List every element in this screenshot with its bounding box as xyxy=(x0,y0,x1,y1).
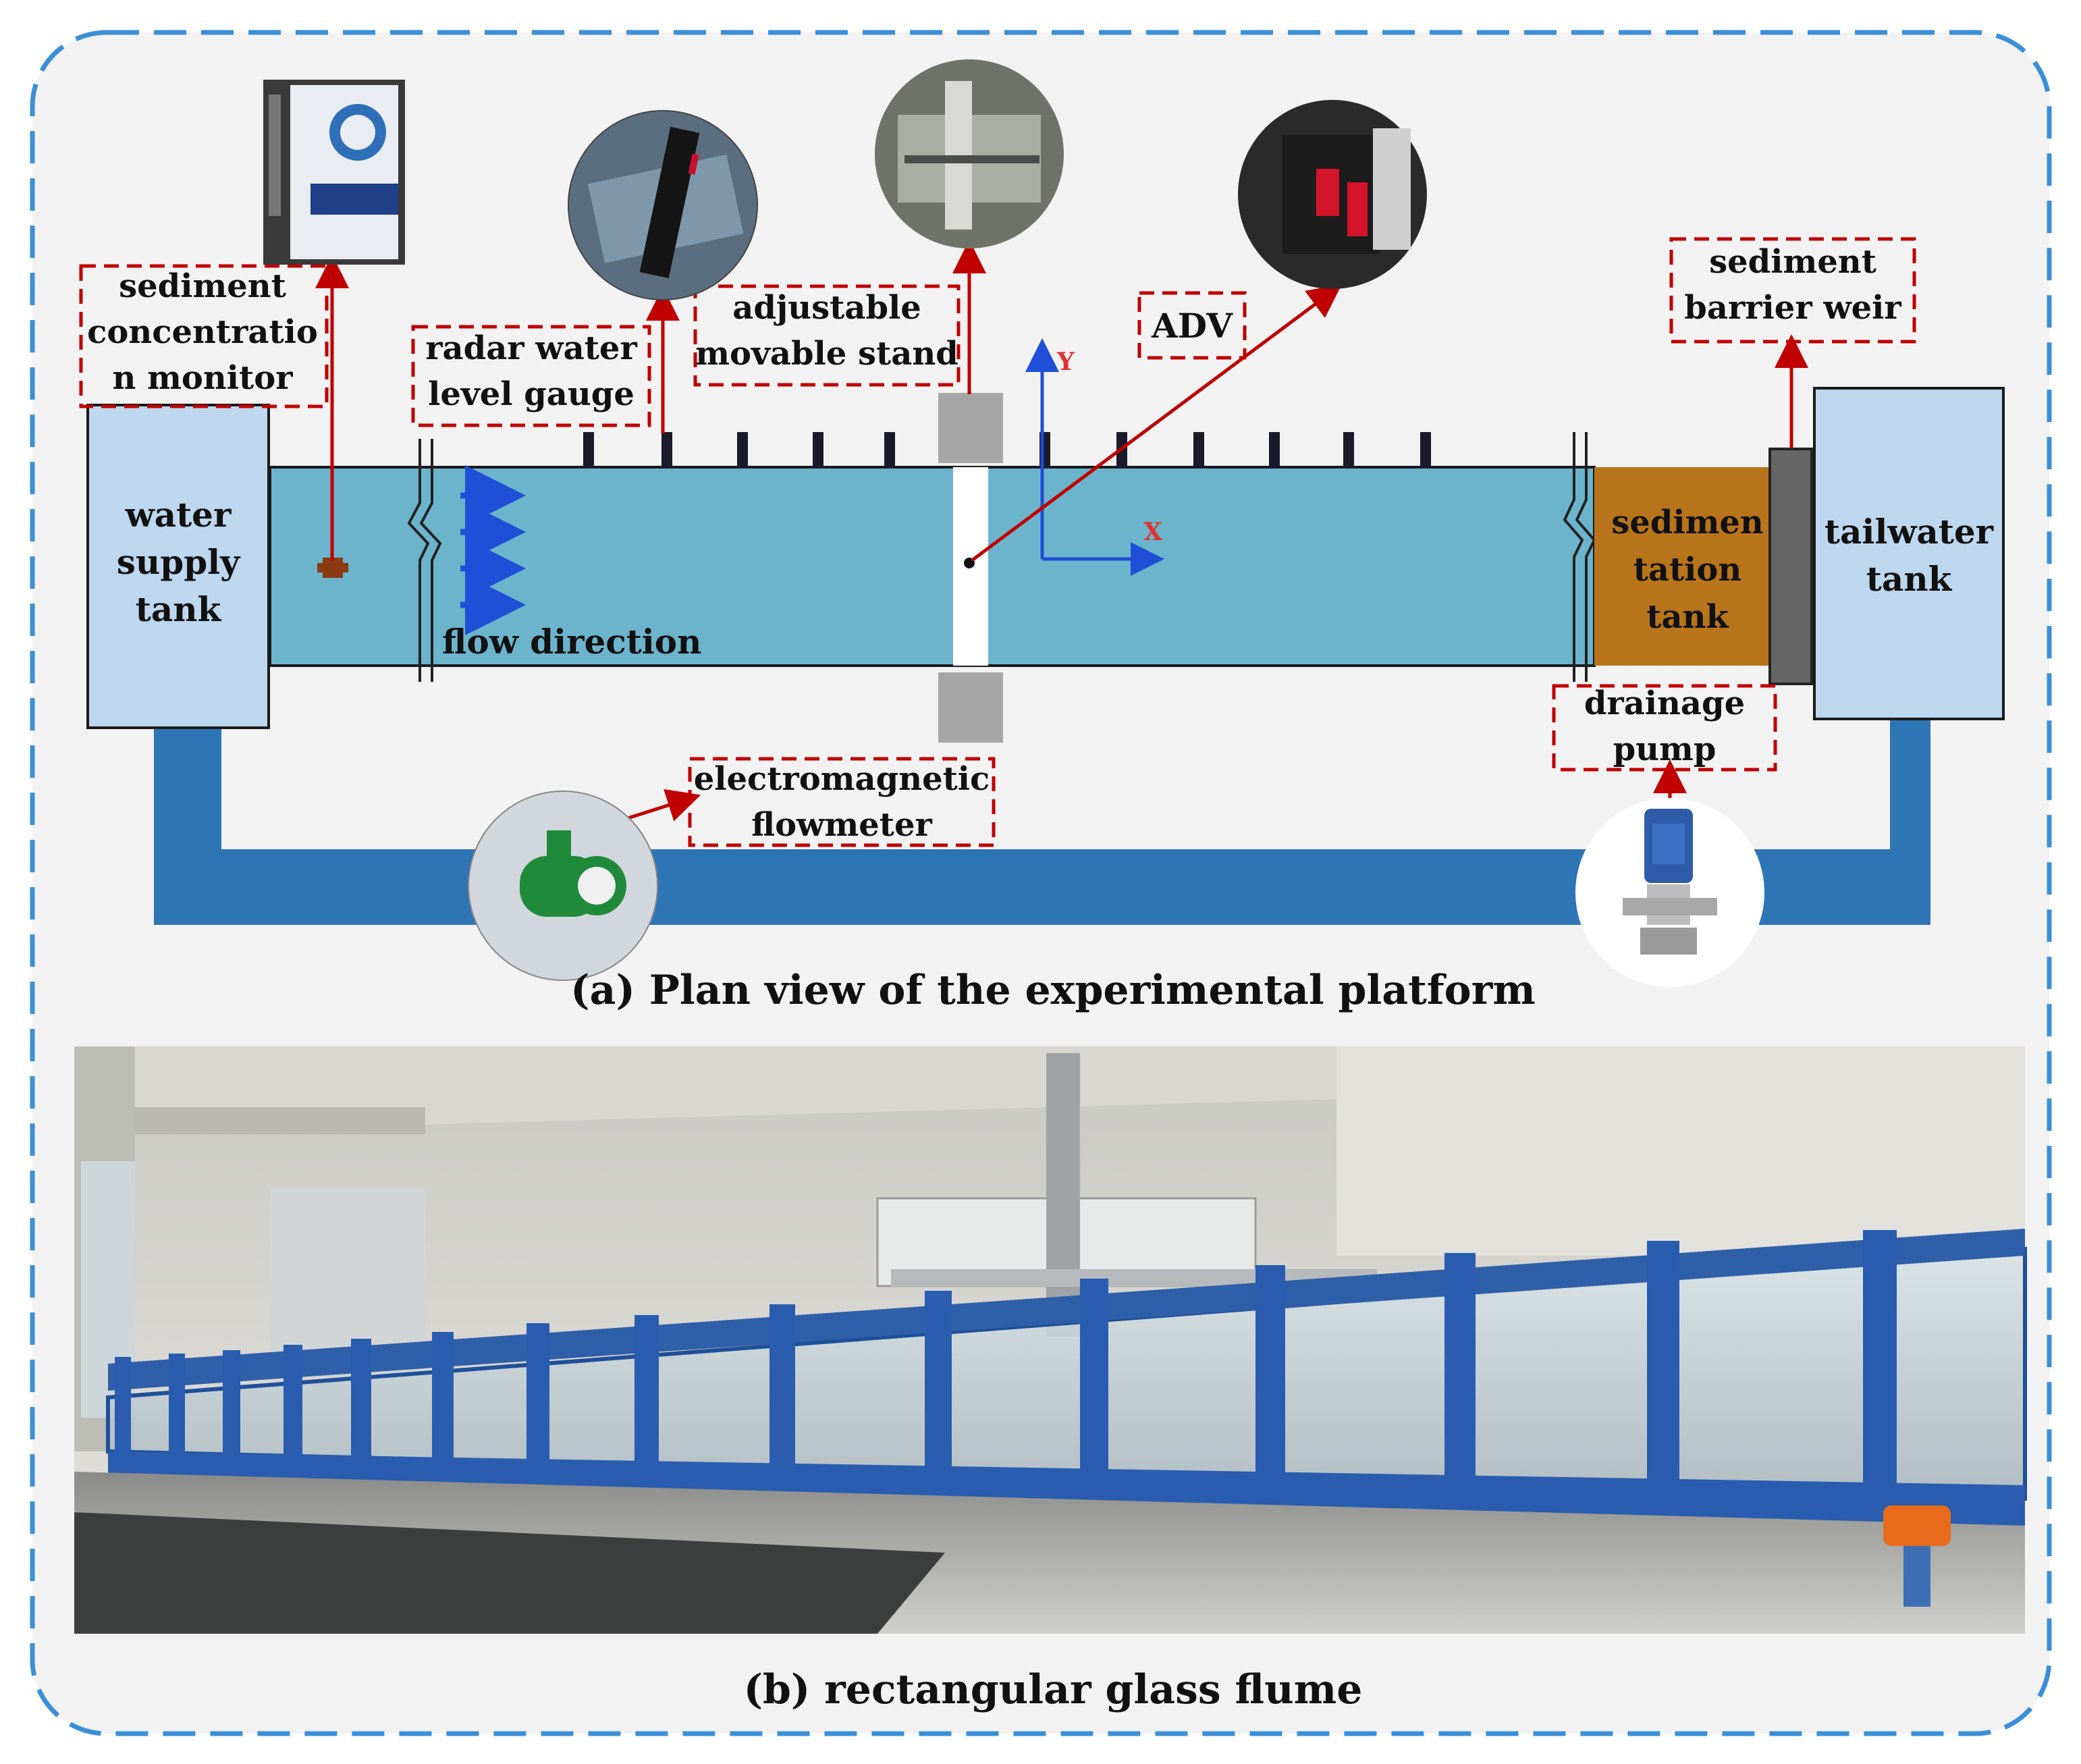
movable-stand-photo xyxy=(875,59,1064,248)
flowmeter-photo xyxy=(468,791,658,981)
sedimentation-tank-label-3: tank xyxy=(1646,598,1729,636)
svg-text:sediment: sediment xyxy=(119,267,286,305)
svg-text:drainage: drainage xyxy=(1584,685,1745,722)
tailwater-tank-label-2: tank xyxy=(1866,559,1953,599)
water-supply-tank-label-1: water xyxy=(125,495,232,535)
sediment-monitor-photo xyxy=(263,80,405,265)
radar-gauge-photo xyxy=(568,110,758,300)
svg-text:flowmeter: flowmeter xyxy=(751,806,932,844)
svg-text:electromagnetic: electromagnetic xyxy=(694,760,990,798)
sedimentation-tank-label-2: tation xyxy=(1633,551,1742,589)
callout-sediment-monitor: sediment concentratio n monitor xyxy=(79,264,329,408)
tailwater-tank xyxy=(1813,387,2005,720)
svg-text:sediment: sediment xyxy=(1709,243,1876,281)
adv-photo xyxy=(1238,100,1427,289)
flow-arrows xyxy=(460,465,526,635)
flow-direction-label: flow direction xyxy=(442,622,702,662)
svg-text:radar water: radar water xyxy=(425,329,637,367)
svg-text:ADV: ADV xyxy=(1151,306,1233,346)
axis-y-label: Y xyxy=(1056,348,1075,376)
coordinate-axes: Y X xyxy=(1025,338,1164,576)
svg-text:adjustable: adjustable xyxy=(732,289,921,327)
svg-text:barrier weir: barrier weir xyxy=(1684,289,1901,327)
water-supply-tank xyxy=(86,404,270,729)
panel-a-plan-view: sedimen tation tank water supply tank ta… xyxy=(79,59,2005,1014)
callout-barrier-weir: sediment barrier weir xyxy=(1669,237,1916,344)
tailwater-tank-label-1: tailwater xyxy=(1825,512,1994,552)
barrier-weir-bar xyxy=(1768,448,1813,685)
flume-break-left xyxy=(407,439,442,682)
svg-text:level gauge: level gauge xyxy=(428,375,634,413)
flume-support-posts xyxy=(115,1230,1897,1487)
movable-stand xyxy=(938,393,1003,743)
water-supply-tank-label-3: tank xyxy=(136,589,222,629)
svg-text:n monitor: n monitor xyxy=(112,359,293,397)
callout-drainage-pump: drainage pump xyxy=(1552,684,1777,772)
svg-text:movable stand: movable stand xyxy=(695,335,958,373)
svg-text:pump: pump xyxy=(1613,730,1717,768)
caption-b: (b) rectangular glass flume xyxy=(744,1666,1363,1713)
water-supply-tank-label-2: supply xyxy=(117,542,241,582)
callout-flowmeter: electromagnetic flowmeter xyxy=(688,757,996,847)
callout-movable-stand: adjustable movable stand xyxy=(693,284,961,387)
sedimentation-tank-label-1: sedimen xyxy=(1611,504,1764,541)
panel-b-flume-photo xyxy=(74,1046,2027,1634)
pump-photo xyxy=(1575,798,1764,987)
callout-radar-gauge: radar water level gauge xyxy=(411,325,651,427)
axis-x-label: X xyxy=(1143,518,1162,546)
sediment-probe xyxy=(317,558,348,578)
svg-text:concentratio: concentratio xyxy=(87,313,318,351)
sedimentation-tank xyxy=(1594,467,1768,666)
caption-a: (a) Plan view of the experimental platfo… xyxy=(570,967,1536,1014)
callout-adv: ADV xyxy=(1137,291,1247,360)
flume-break-right xyxy=(1563,432,1596,682)
callout-arrows xyxy=(315,240,1808,822)
